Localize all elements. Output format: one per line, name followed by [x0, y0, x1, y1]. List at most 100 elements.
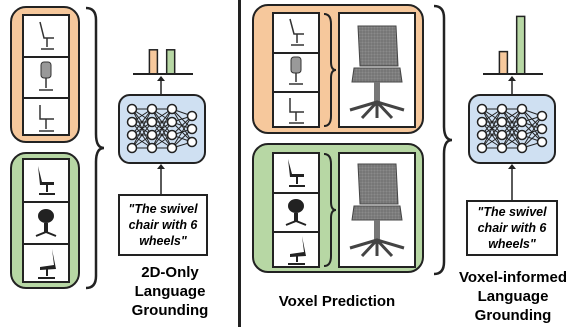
left-bar-chart	[133, 49, 193, 75]
neural-network-icon	[126, 103, 198, 154]
nn-node	[166, 129, 178, 141]
query-text-box: "The swivel chair with 6 wheels"	[118, 194, 208, 256]
view-cell	[24, 56, 68, 97]
view-cell	[24, 16, 68, 56]
chair-icon	[289, 18, 304, 46]
brace-icon	[85, 6, 105, 290]
chair-icon	[38, 249, 56, 279]
chair-icon	[35, 209, 57, 237]
nn-node	[126, 129, 138, 141]
nn-node	[166, 142, 178, 154]
nn-node	[476, 129, 488, 141]
voxel-prediction-orange	[338, 12, 416, 128]
nn-edge	[131, 108, 153, 136]
caption-voxel-prediction: Voxel Prediction	[278, 293, 396, 310]
nn-node	[496, 116, 508, 128]
arrow-icon	[508, 76, 516, 94]
brace-icon	[323, 13, 337, 127]
caption-line: Voxel-informed	[458, 269, 568, 286]
voxel-prediction-green	[338, 152, 416, 268]
nn-node	[496, 129, 508, 141]
orange-view-stack	[272, 12, 320, 128]
nn-edge	[131, 121, 153, 149]
view-cell	[274, 14, 318, 52]
voxel-chair-icon	[349, 163, 405, 258]
bar-orange	[148, 49, 159, 75]
nn-node	[146, 129, 158, 141]
chair-icon	[38, 166, 55, 195]
green-view-stack	[272, 152, 320, 268]
view-cell	[274, 91, 318, 130]
nn-edge	[131, 108, 153, 149]
nn-edge	[481, 108, 503, 136]
nn-node	[146, 103, 158, 115]
bar-green	[515, 15, 526, 75]
nn-node	[166, 116, 178, 128]
view-cell	[24, 201, 68, 243]
caption-line: Language	[477, 288, 549, 305]
nn-node	[536, 110, 548, 122]
query-text-box: "The swivel chair with 6 wheels"	[466, 200, 558, 256]
nn-node	[516, 129, 528, 141]
panel-divider	[238, 0, 241, 327]
arrow-icon	[157, 164, 165, 194]
caption-voxel-informed: Voxel-informed Language Grounding	[450, 268, 576, 325]
nn-node	[496, 142, 508, 154]
nn-node	[166, 103, 178, 115]
chair-icon	[39, 21, 54, 50]
nn-edge	[151, 108, 173, 149]
nn-node	[536, 136, 548, 148]
chair-icon	[288, 236, 306, 265]
chair-icon	[289, 56, 303, 85]
nn-node	[126, 116, 138, 128]
bar-orange	[498, 50, 509, 75]
nn-edge	[521, 115, 543, 149]
caption-line: 2D-Only	[141, 264, 199, 281]
nn-node	[476, 103, 488, 115]
nn-node	[476, 142, 488, 154]
view-cell	[24, 243, 68, 285]
view-cell	[24, 160, 68, 201]
brace-icon	[323, 153, 337, 267]
chair-icon	[39, 105, 54, 132]
chair-icon	[39, 61, 53, 91]
nn-node	[476, 116, 488, 128]
chair-icon	[285, 199, 307, 226]
nn-node	[516, 116, 528, 128]
nn-edge	[481, 108, 503, 149]
nn-node	[126, 103, 138, 115]
view-cell	[274, 192, 318, 231]
arrow-icon	[157, 76, 165, 94]
green-view-stack	[22, 158, 70, 283]
nn-node	[516, 142, 528, 154]
nn-node	[186, 136, 198, 148]
right-bar-chart	[483, 15, 543, 75]
nn-node	[536, 123, 548, 135]
caption-line: Language	[134, 283, 206, 300]
nn-edge	[151, 108, 173, 136]
nn-edge	[501, 108, 523, 149]
nn-edge	[501, 108, 523, 136]
bar-green	[165, 49, 176, 75]
nn-node	[186, 123, 198, 135]
nn-node	[516, 103, 528, 115]
orange-view-stack	[22, 14, 70, 136]
view-cell	[24, 97, 68, 138]
nn-node	[146, 142, 158, 154]
caption-line: Grounding	[474, 307, 552, 324]
nn-node	[186, 110, 198, 122]
view-cell	[274, 154, 318, 192]
neural-network	[468, 94, 556, 164]
voxel-chair-icon	[349, 25, 405, 120]
brace-icon	[433, 4, 453, 276]
neural-network-icon	[476, 103, 548, 154]
view-cell	[274, 52, 318, 91]
chair-icon	[289, 98, 304, 124]
chair-icon	[288, 159, 305, 187]
nn-edge	[481, 121, 503, 149]
nn-node	[146, 116, 158, 128]
nn-edge	[501, 121, 523, 149]
caption-2d-only: 2D-Only Language Grounding	[120, 263, 220, 320]
nn-edge	[171, 115, 193, 149]
arrow-icon	[508, 164, 516, 200]
